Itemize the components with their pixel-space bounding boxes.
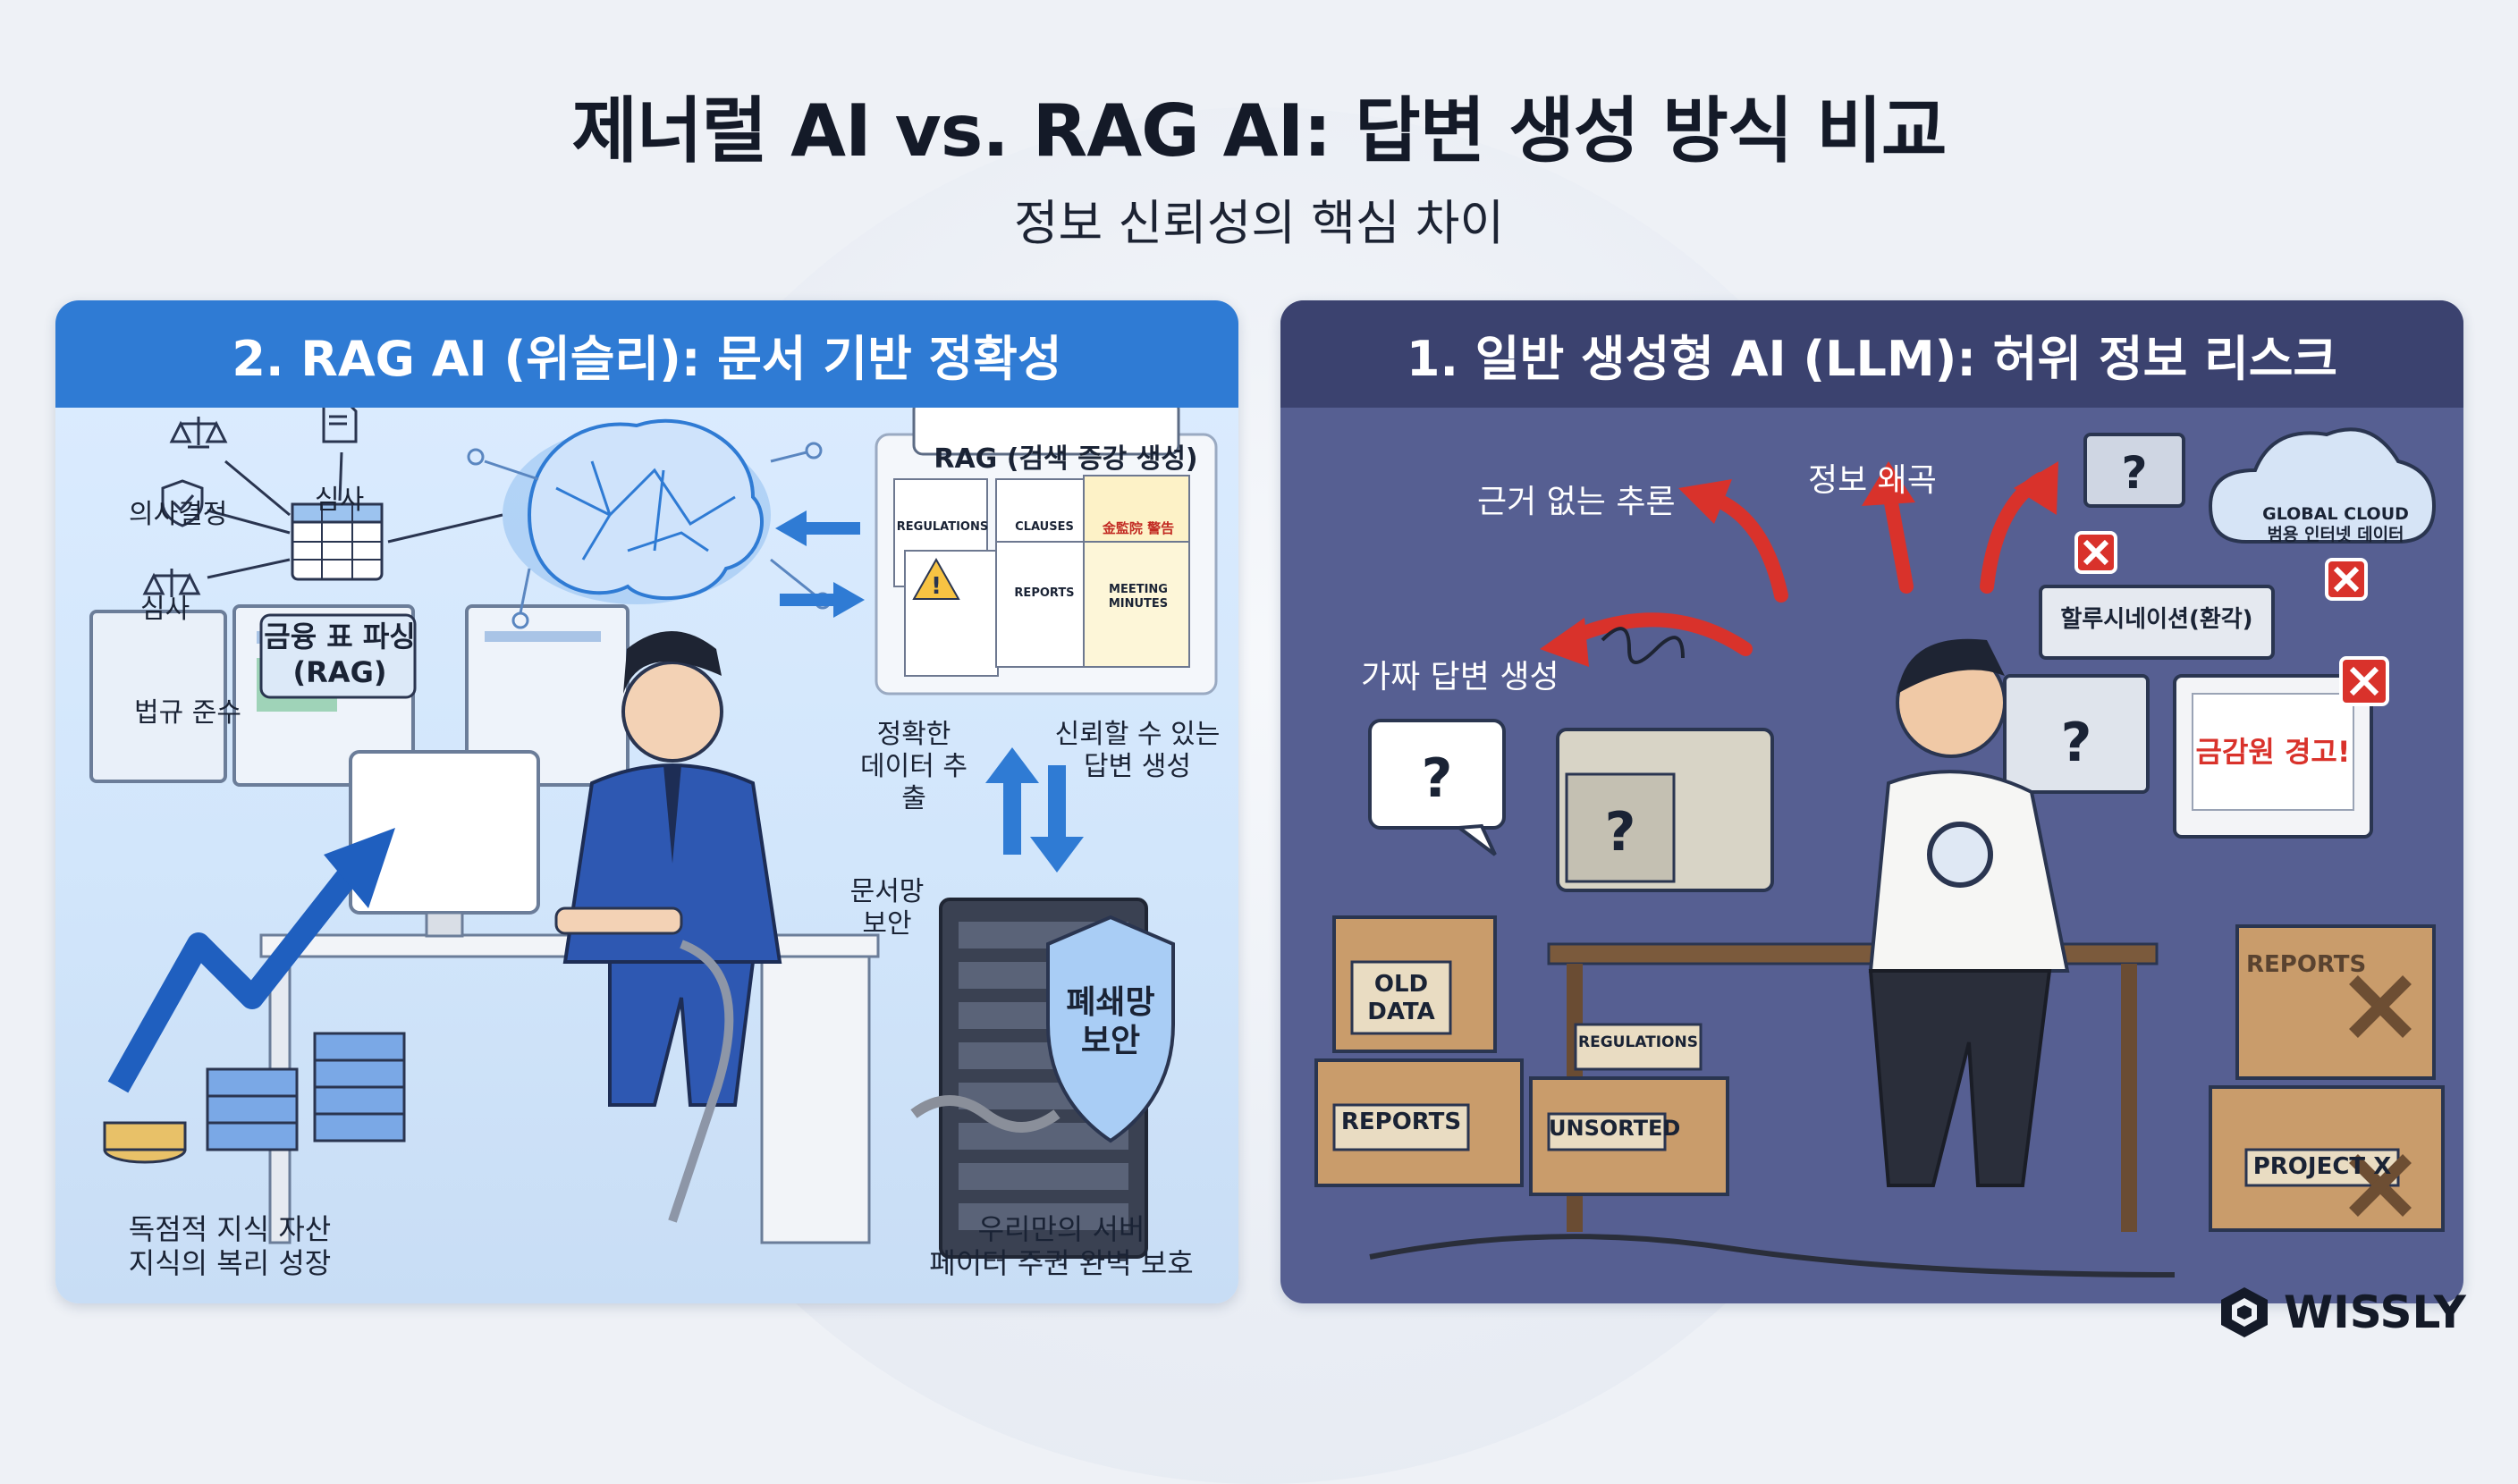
scale-icon (169, 417, 228, 449)
stressed-man-icon (1601, 627, 2070, 1187)
label-review-top: 심사 (315, 485, 365, 516)
exchange-arrows-icon (775, 510, 865, 618)
magnifier-icon (1927, 822, 1993, 888)
label-doc-network: 문서망 보안 (849, 876, 925, 940)
brain-icon (467, 418, 832, 629)
label-baseless: 근거 없는 추론 (1477, 484, 1676, 520)
businessman-icon (554, 631, 782, 1223)
svg-text:!: ! (931, 573, 942, 600)
llm-panel-heading: 1. 일반 생성형 AI (LLM): 허위 정보 리스크 (1280, 300, 2463, 408)
old-computer-icon: ? (1556, 728, 1774, 892)
connector-lines (207, 451, 503, 579)
label-table-parsing: 금융 표 파싱 (RAG) (264, 620, 416, 689)
brand-name: WISSLY (2284, 1286, 2466, 1338)
svg-text:?: ? (2121, 447, 2147, 499)
tangled-cables-icon (1369, 1234, 2176, 1277)
box-unsorted: UNSORTED (1549, 1116, 1681, 1141)
doc-regulations: REGULATIONS (896, 520, 989, 534)
page-title: 제너럴 AI vs. RAG AI: 답변 생성 방식 비교 (571, 89, 1947, 173)
coin-stacks-icon (103, 1032, 406, 1164)
table-parsing-box (259, 613, 417, 699)
label-distortion: 정보 왜곡 (1808, 462, 1937, 499)
label-closed-network: 폐쇄망 보안 (1066, 984, 1155, 1060)
crt-monitors-icon: ? ? (2003, 433, 2373, 839)
label-extract: 정확한 데이터 추출 (860, 719, 967, 814)
box-old-data: OLD DATA (1367, 971, 1435, 1026)
data-flow-arrows-icon (985, 747, 1084, 873)
shield-check-icon (161, 479, 204, 527)
doc-clauses: CLAUSES (1015, 520, 1074, 534)
label-review-left: 심사 (140, 594, 190, 625)
crossed-x-icon (2349, 975, 2412, 1217)
shield-icon (1046, 915, 1175, 1143)
desk-icon (259, 750, 880, 1244)
label-own-server: 우리만의 서버 페이터 주권 완벽 보호 (929, 1212, 1194, 1281)
label-rag-box-title: RAG (검색 증강 생성) (934, 443, 1198, 475)
page-subtitle: 정보 신뢰성의 핵심 차이 (1013, 195, 1505, 251)
growth-arrow-icon (107, 864, 360, 1093)
svg-text:?: ? (2061, 712, 2092, 774)
label-fake-answer: 가짜 답변 생성 (1361, 659, 1559, 696)
computer-monitor-icon (349, 750, 540, 915)
scale-icon (142, 569, 201, 597)
label-decision: 의사결정 (129, 499, 228, 530)
box-reports: REPORTS (1340, 1109, 1462, 1135)
label-fss-warning: 금감원 경고! (2195, 735, 2351, 769)
brand-logo: WISSLY (2216, 1284, 2466, 1341)
scribble-icon (1601, 627, 1685, 664)
label-hallucination: 할루시네이션(환각) (2060, 606, 2253, 633)
table-icon (291, 502, 384, 581)
label-reliable: 신뢰할 수 있는 답변 생성 (1054, 719, 1221, 782)
label-cloud: GLOBAL CLOUD 범용 인터넷 데이터 (2262, 504, 2409, 544)
cloud-icon (2208, 427, 2437, 544)
rag-illustration: ! (89, 408, 1218, 1259)
svg-text:?: ? (1605, 801, 1636, 864)
box-regulations: REGULATIONS (1578, 1033, 1698, 1051)
question-bubble-icon: ? (1368, 719, 1506, 856)
label-knowledge-assets: 독점적 지식 자산 지식의 복리 성장 (128, 1212, 332, 1281)
rag-panel-heading: 2. RAG AI (위슬리): 문서 기반 정확성 (55, 300, 1238, 408)
doc-meeting-minutes: MEETING MINUTES (1108, 583, 1169, 611)
label-compliance: 법규 준수 (134, 697, 241, 729)
document-icon (322, 408, 358, 443)
office-chair-icon (668, 940, 734, 1223)
chain-icon (910, 1095, 1060, 1133)
llm-panel: 1. 일반 생성형 AI (LLM): 허위 정보 리스크 ? ? (1280, 300, 2463, 1303)
box-reports-stack: REPORTS (2246, 951, 2367, 978)
svg-text:?: ? (1422, 747, 1453, 810)
rag-ai-panel: 2. RAG AI (위슬리): 문서 기반 정확성 (55, 300, 1238, 1303)
wissly-logo-icon (2221, 1287, 2268, 1337)
box-project-x: PROJECT X (2252, 1153, 2392, 1180)
doc-reports: REPORTS (1014, 586, 1075, 600)
doc-warning: 金監院 警告 (1102, 520, 1175, 536)
warning-icon (912, 557, 960, 600)
llm-illustration: ? ? ? ? (1314, 427, 2445, 1277)
rag-documents-box: ! (875, 408, 1218, 696)
